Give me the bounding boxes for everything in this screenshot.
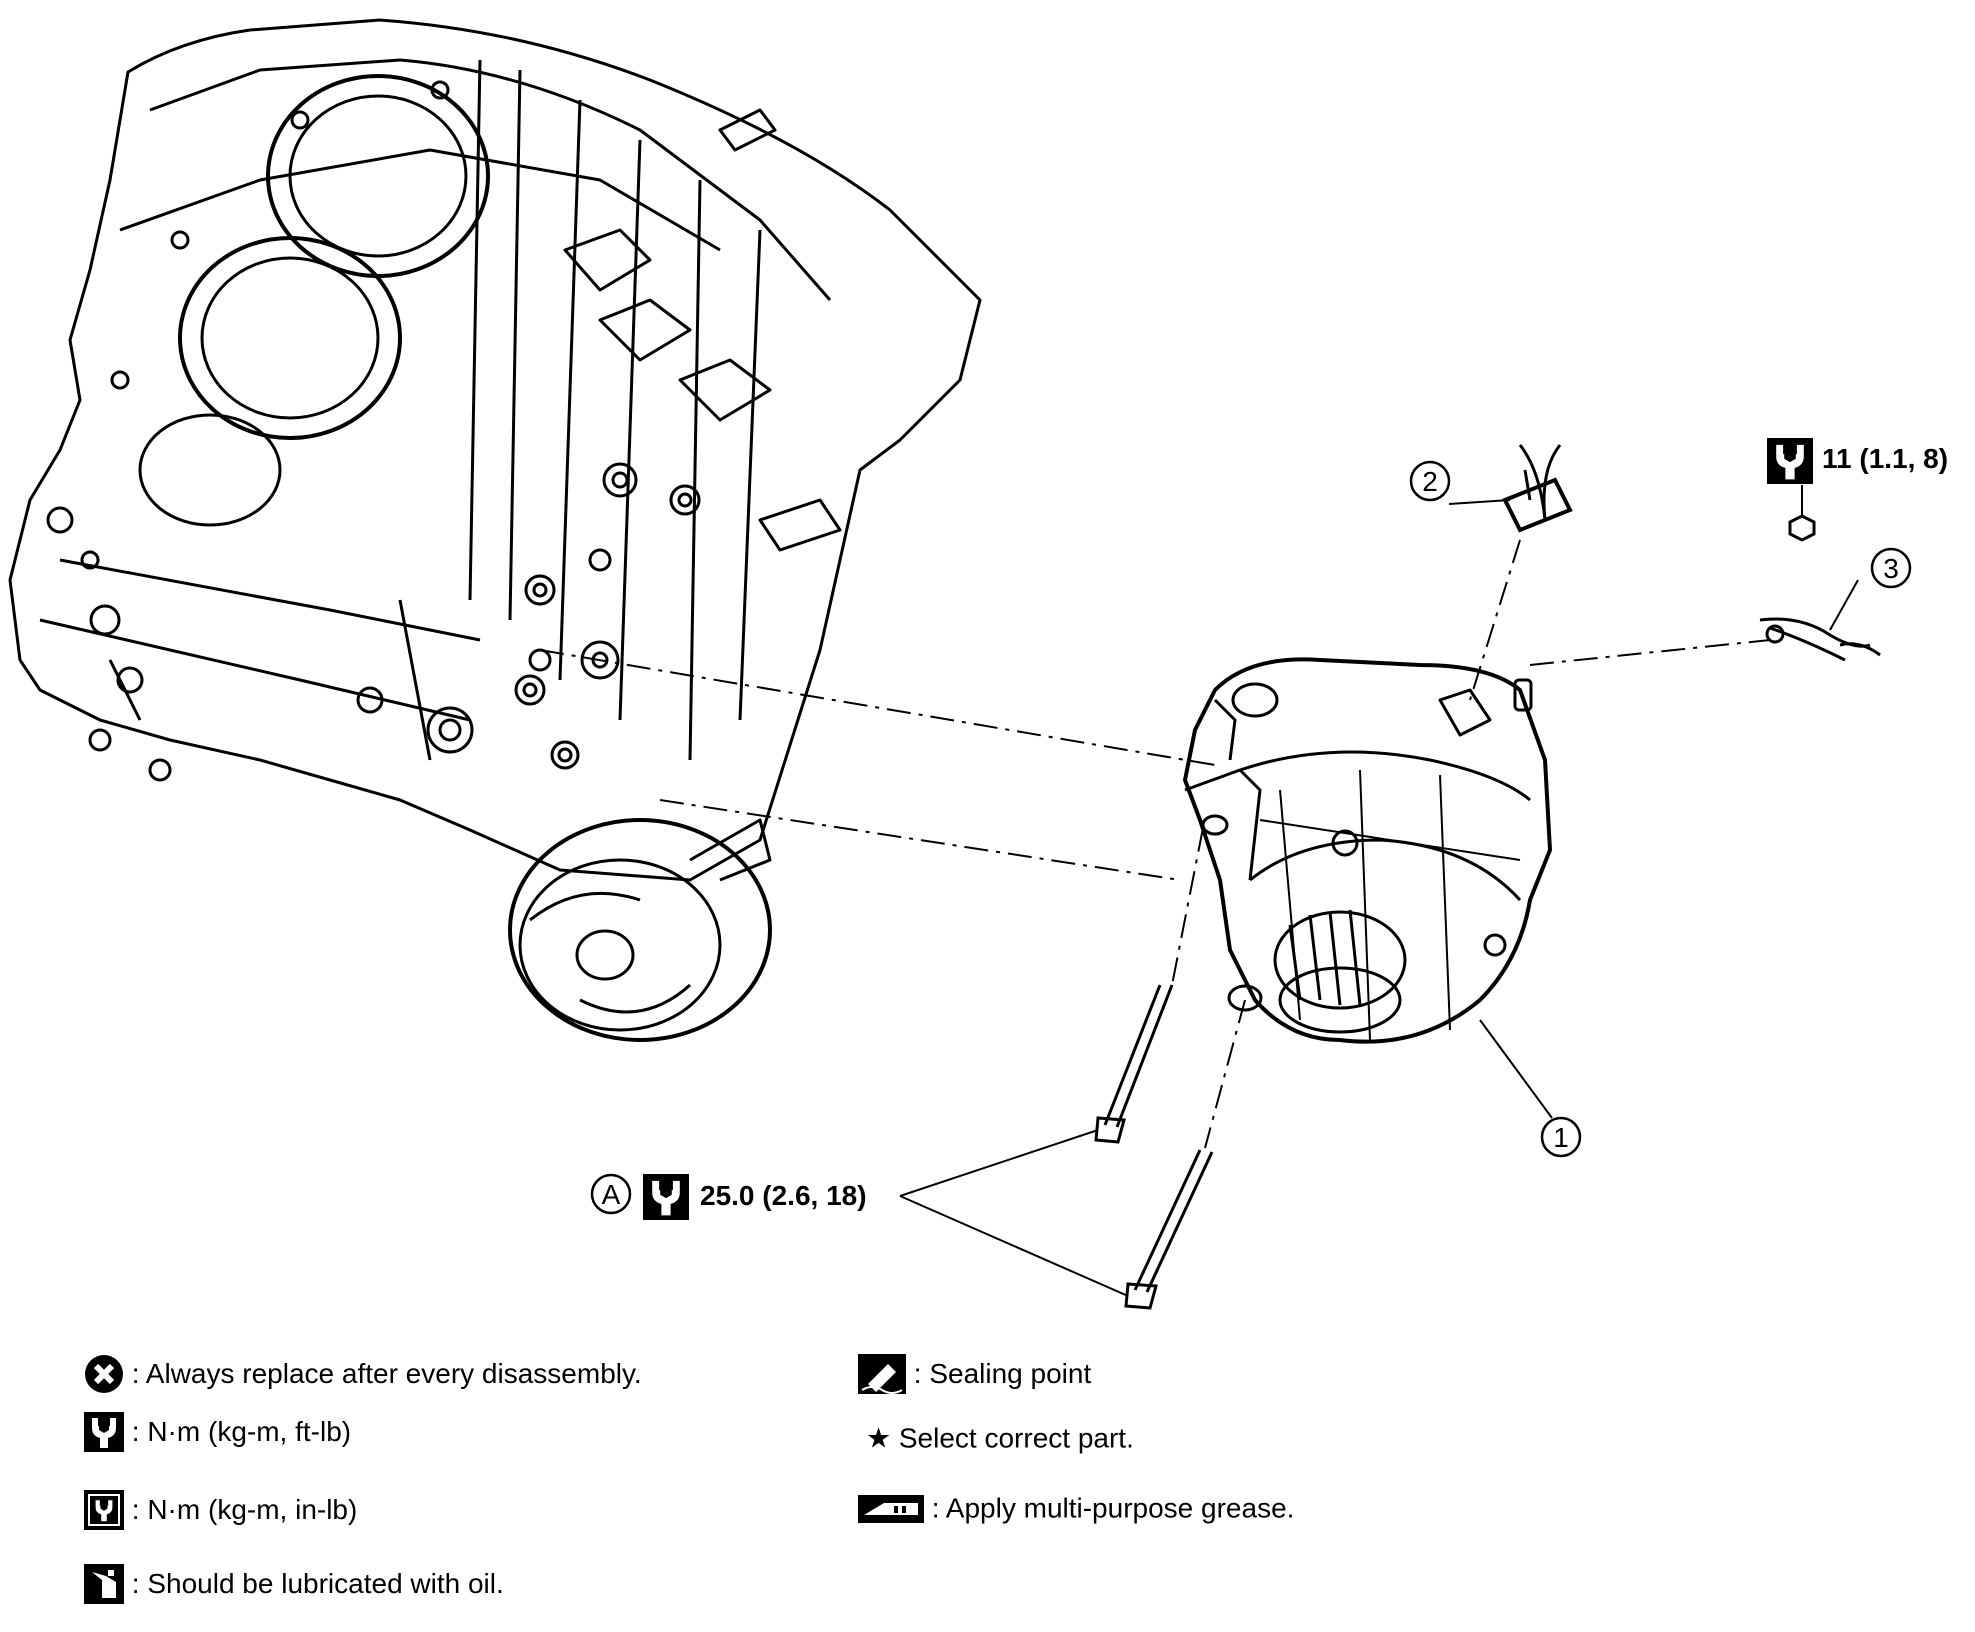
callout-a-label: A xyxy=(602,1179,621,1210)
callout-2-label: 2 xyxy=(1422,466,1438,497)
legend-torque-inlb: : N·m (kg-m, in-lb) xyxy=(84,1490,357,1530)
x-circle-icon xyxy=(85,1355,123,1393)
leader-lines xyxy=(899,485,1859,1297)
callout-2: 2 xyxy=(1409,460,1451,502)
legend-always-replace-text: : Always replace after every disassembly… xyxy=(131,1358,642,1389)
harness-connector xyxy=(1502,444,1573,533)
grease-gun-icon xyxy=(858,1494,924,1523)
legend-sealing-text: : Sealing point xyxy=(913,1358,1092,1389)
callout-1-label: 1 xyxy=(1553,1122,1569,1153)
legend-lubricate-text: : Should be lubricated with oil. xyxy=(131,1568,504,1599)
torque-bolt-a: 25.0 (2.6, 18) xyxy=(700,1180,867,1211)
alternator xyxy=(1183,657,1552,1044)
callout-3-label: 3 xyxy=(1883,553,1899,584)
callout-1: 1 xyxy=(1540,1116,1582,1158)
torque-wrench-icon xyxy=(643,1174,689,1220)
legend-select-part-text: ★ Select correct part. xyxy=(866,1422,1134,1454)
torque-wrench-icon xyxy=(84,1412,124,1452)
legend-torque-ftlb-text: : N·m (kg-m, ft-lb) xyxy=(131,1416,352,1447)
alignment-lines xyxy=(539,539,1771,1149)
oil-can-icon xyxy=(84,1564,124,1604)
torque-wrench-inlb-icon xyxy=(84,1490,124,1530)
legend-sealing: : Sealing point xyxy=(858,1354,1091,1394)
terminal-harness xyxy=(1759,514,1881,662)
torque-wrench-icon xyxy=(1767,438,1813,484)
legend-always-replace: : Always replace after every disassembly… xyxy=(84,1354,642,1394)
callout-3: 3 xyxy=(1870,547,1912,589)
mounting-bolts xyxy=(1094,984,1214,1310)
legend-grease: : Apply multi-purpose grease. xyxy=(858,1490,1294,1526)
legend-torque-inlb-text: : N·m (kg-m, in-lb) xyxy=(131,1494,358,1525)
legend-torque-ftlb: : N·m (kg-m, ft-lb) xyxy=(84,1412,351,1452)
sealant-tube-icon xyxy=(858,1354,906,1394)
torque-bolt-3: 11 (1.1, 8) xyxy=(1822,443,1948,474)
callout-a: A xyxy=(590,1173,632,1215)
legend-grease-text: : Apply multi-purpose grease. xyxy=(931,1492,1295,1524)
legend-select-part: ★ Select correct part. xyxy=(866,1420,1134,1456)
engine-block xyxy=(8,18,982,1042)
legend-lubricate: : Should be lubricated with oil. xyxy=(84,1564,504,1604)
